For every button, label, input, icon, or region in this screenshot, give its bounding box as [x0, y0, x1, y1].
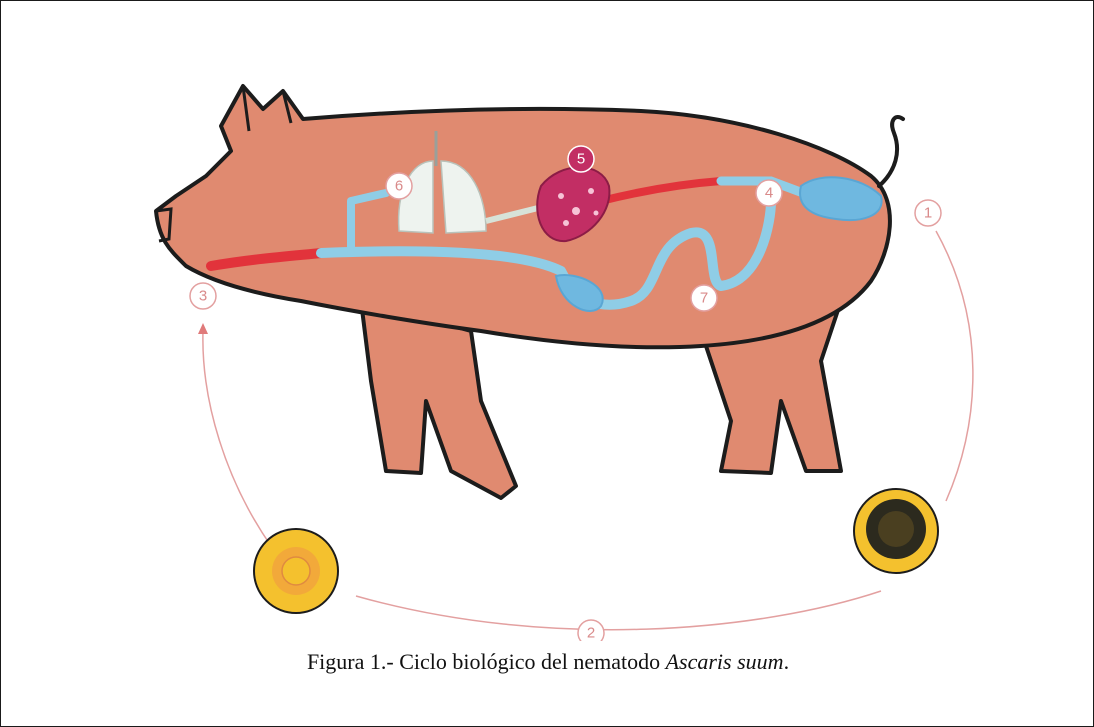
svg-text:4: 4 — [765, 185, 773, 202]
life-cycle-diagram: 1 2 3 4 5 6 7 — [1, 1, 1094, 641]
egg-embryonated — [254, 529, 338, 613]
pig — [156, 86, 903, 498]
svg-text:5: 5 — [577, 151, 585, 168]
cycle-arrowhead — [198, 323, 208, 334]
svg-text:2: 2 — [587, 625, 595, 642]
svg-text:1: 1 — [924, 205, 932, 222]
caption-prefix: Figura 1.- Ciclo biológico del nematodo — [307, 649, 666, 674]
egg-unembryonated — [854, 489, 938, 573]
stage-label-1: 1 — [915, 200, 941, 226]
cycle-path — [203, 331, 271, 546]
cycle-path — [936, 231, 973, 501]
stage-label-3: 3 — [190, 283, 216, 309]
svg-text:7: 7 — [700, 290, 708, 307]
stage-label-5: 5 — [568, 146, 594, 172]
figure-caption: Figura 1.- Ciclo biológico del nematodo … — [1, 649, 1094, 675]
pig-tail — [879, 117, 903, 186]
stage-label-2: 2 — [578, 620, 604, 641]
stage-label-4: 4 — [756, 180, 782, 206]
svg-text:6: 6 — [395, 178, 403, 195]
cycle-path — [356, 591, 881, 630]
pig-body — [156, 86, 890, 347]
stage-label-6: 6 — [386, 173, 412, 199]
caption-species: Ascaris suum — [666, 649, 784, 674]
caption-suffix: . — [784, 649, 790, 674]
svg-text:3: 3 — [199, 288, 207, 305]
stage-label-7: 7 — [691, 285, 717, 311]
